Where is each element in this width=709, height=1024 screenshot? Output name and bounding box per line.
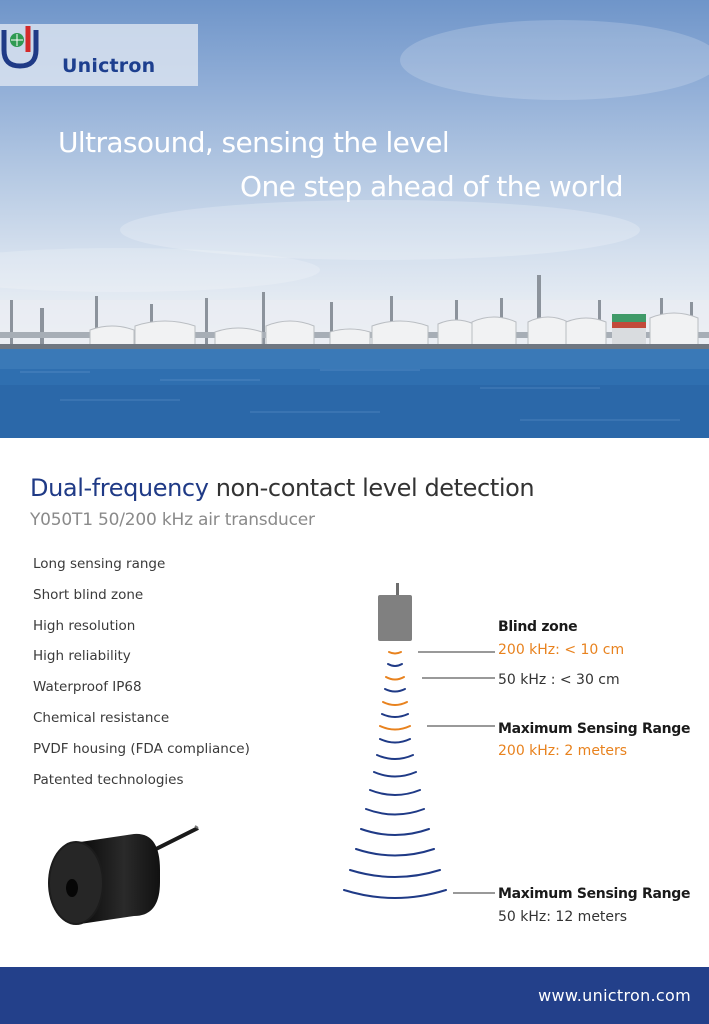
page-title: Dual-frequency non-contact level detecti… xyxy=(30,474,535,502)
wave-50khz-icon xyxy=(343,663,447,899)
blind-zone-50khz: 50 kHz : < 30 cm xyxy=(498,672,620,688)
max-range-50khz: 50 kHz: 12 meters xyxy=(498,909,628,925)
transducer-cable-icon xyxy=(396,583,399,597)
feature-list: Long sensing range Short blind zone High… xyxy=(33,555,250,801)
sensing-diagram: Blind zone 200 kHz: < 10 cm 50 kHz : < 3… xyxy=(300,575,709,929)
product-subtitle: Y050T1 50/200 kHz air transducer xyxy=(30,510,315,530)
feature-item: Chemical resistance xyxy=(33,709,170,726)
title-rest: non-contact level detection xyxy=(208,474,535,502)
transducer-product-image xyxy=(48,825,199,925)
hero-illustration xyxy=(0,20,709,438)
max-range-title-50: Maximum Sensing Range xyxy=(498,886,691,902)
website-link[interactable]: www.unictron.com xyxy=(538,986,691,1005)
beam-diagram xyxy=(343,583,495,899)
transducer-icon xyxy=(378,595,412,641)
feature-item: Short blind zone xyxy=(33,586,144,603)
hero-banner: Unictron Ultrasound, sensing the level O… xyxy=(0,0,709,438)
feature-item: PVDF housing (FDA compliance) xyxy=(33,740,250,757)
hero-tagline-1: Ultrasound, sensing the level xyxy=(58,126,450,159)
title-highlight: Dual-frequency xyxy=(30,474,209,502)
max-range-200khz: 200 kHz: 2 meters xyxy=(498,743,628,759)
wave-200khz-icon xyxy=(379,651,411,731)
brand-name: Unictron xyxy=(62,55,156,77)
hero-tagline-2: One step ahead of the world xyxy=(240,170,624,203)
logo-box: Unictron xyxy=(0,24,198,86)
feature-item: Long sensing range xyxy=(33,556,166,572)
leader-lines xyxy=(418,651,495,894)
unictron-logo-icon xyxy=(1,26,39,69)
feature-item: High resolution xyxy=(33,617,136,634)
feature-item: Patented technologies xyxy=(33,771,184,788)
feature-item: High reliability xyxy=(33,648,131,665)
max-range-title-200: Maximum Sensing Range xyxy=(498,721,691,737)
blind-zone-title: Blind zone xyxy=(498,619,578,635)
feature-item: Waterproof IP68 xyxy=(33,679,142,696)
footer-bar: www.unictron.com xyxy=(0,967,709,1024)
blind-zone-200khz: 200 kHz: < 10 cm xyxy=(498,642,625,658)
